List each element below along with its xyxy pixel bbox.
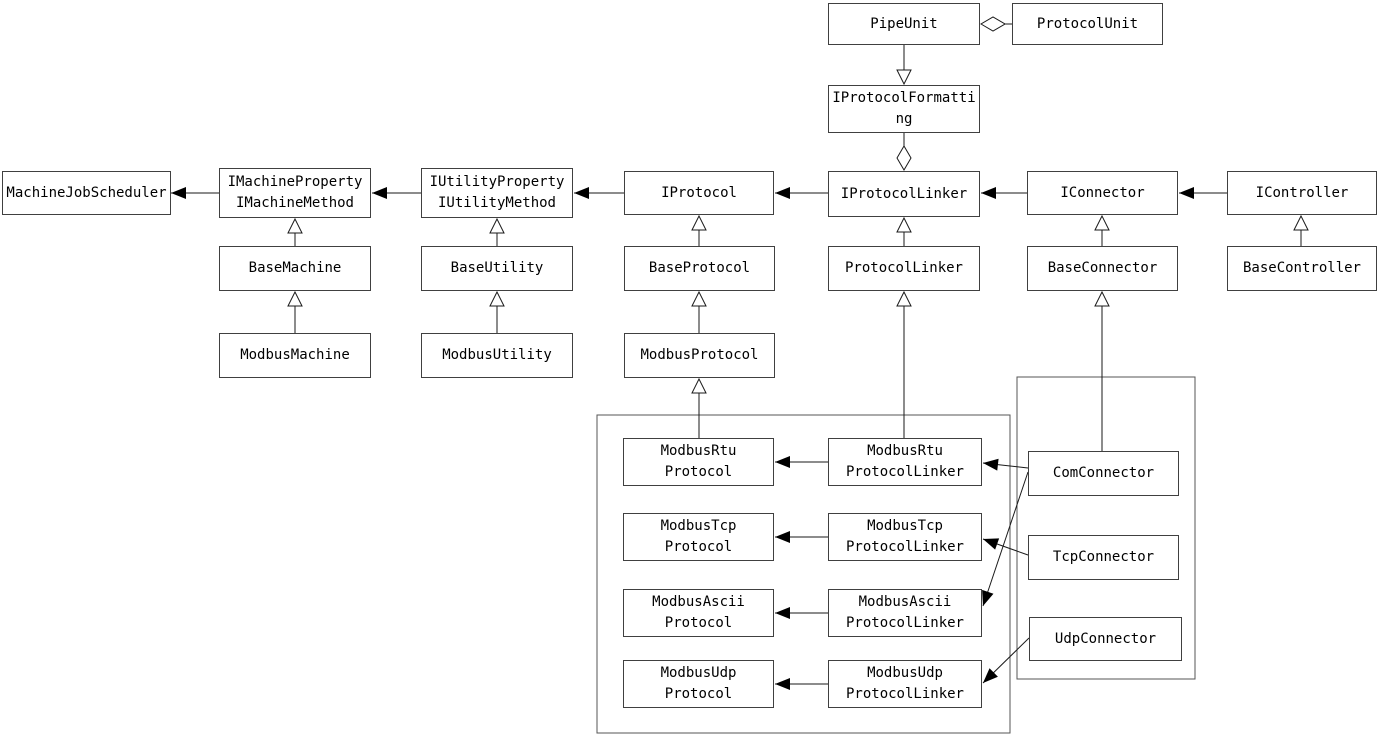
node-iutility-property-method: IUtilityProperty IUtilityMethod [421, 168, 573, 218]
node-udp-connector: UdpConnector [1029, 617, 1182, 661]
node-modbus-udp-protocol-linker: ModbusUdp ProtocolLinker [828, 660, 982, 708]
node-icontroller: IController [1227, 171, 1377, 215]
connector-group-frame [1016, 376, 1196, 680]
node-iprotocol-linker: IProtocolLinker [828, 171, 980, 217]
edge-tcpconnector-modbustcplinker [982, 538, 1029, 556]
node-modbus-utility: ModbusUtility [421, 333, 573, 378]
node-modbus-rtu-protocol: ModbusRtu Protocol [623, 438, 774, 486]
node-base-connector: BaseConnector [1027, 246, 1178, 291]
node-base-controller: BaseController [1227, 246, 1377, 291]
node-modbus-udp-protocol: ModbusUdp Protocol [623, 660, 774, 708]
node-base-machine: BaseMachine [219, 246, 371, 291]
node-modbus-protocol: ModbusProtocol [624, 333, 775, 378]
node-base-protocol: BaseProtocol [624, 246, 775, 291]
node-iprotocol-formatting: IProtocolFormatting [828, 85, 980, 133]
node-protocol-linker: ProtocolLinker [828, 246, 980, 291]
node-iprotocol: IProtocol [624, 171, 774, 215]
node-protocol-unit: ProtocolUnit [1012, 3, 1163, 45]
node-modbus-ascii-protocol: ModbusAscii Protocol [623, 589, 774, 637]
node-tcp-connector: TcpConnector [1028, 535, 1179, 580]
node-base-utility: BaseUtility [421, 246, 573, 291]
node-modbus-ascii-protocol-linker: ModbusAscii ProtocolLinker [828, 589, 982, 637]
node-com-connector: ComConnector [1028, 451, 1179, 496]
edge-comconnector-modbusasciilinker [982, 471, 1029, 607]
node-iconnector: IConnector [1027, 171, 1178, 215]
node-modbus-rtu-protocol-linker: ModbusRtu ProtocolLinker [828, 438, 982, 486]
node-modbus-tcp-protocol-linker: ModbusTcp ProtocolLinker [828, 513, 982, 561]
node-machine-job-scheduler: MachineJobScheduler [2, 171, 171, 215]
node-modbus-tcp-protocol: ModbusTcp Protocol [623, 513, 774, 561]
edge-comconnector-modbusrtulinker [982, 458, 1029, 471]
edge-udpconnector-modbusudplinker [982, 637, 1030, 684]
node-imachine-property-method: IMachineProperty IMachineMethod [219, 168, 371, 218]
node-pipe-unit: PipeUnit [828, 3, 980, 45]
node-modbus-machine: ModbusMachine [219, 333, 371, 378]
modbus-group-frame [596, 414, 1011, 734]
